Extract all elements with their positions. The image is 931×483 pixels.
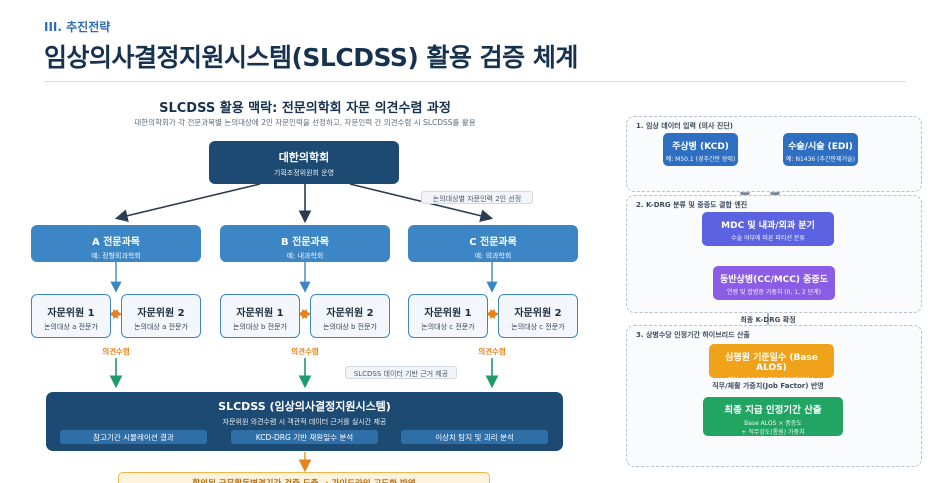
member-sub: 논의대상 a 전문가 xyxy=(134,323,188,331)
association-title: 대한의학회 xyxy=(278,151,330,164)
member-title: 자문위원 2 xyxy=(137,308,185,319)
member-sub: 논의대상 c 전문가 xyxy=(421,323,475,331)
member-sub: 논의대상 b 전문가 xyxy=(233,323,287,331)
input-edi-box: 수술/시술 (EDI) 예: N1436 (추간판제거술) xyxy=(783,133,858,166)
calc-panel-label: 3. 상병수당 인정기간 하이브리드 산출 xyxy=(636,331,750,339)
member-title: 자문위원 1 xyxy=(47,308,95,319)
final-period-title: 최종 지급 인정기간 산출 xyxy=(724,405,822,416)
base-alos-title: 심평원 기준일수 (Base ALOS) xyxy=(725,353,818,373)
department-c-member-2: 자문위원 2 논의대상 c 전문가 xyxy=(498,294,578,338)
slcdss-sub: 자문위원 의견수렴 시 객관적 데이터 근거를 실시간 제공 xyxy=(222,418,387,426)
input-edi-sub: 예: N1436 (추간판제거술) xyxy=(786,156,855,163)
department-b-consensus: 의견수렴 xyxy=(291,347,319,356)
department-a-member-2: 자문위원 2 논의대상 a 전문가 xyxy=(121,294,201,338)
selection-tag: 논의대상별 자문인력 2인 선정 xyxy=(421,191,533,204)
mdc-box: MDC 및 내과/외과 분기 수술 여부에 따른 파티션 분류 xyxy=(702,212,834,246)
member-sub: 논의대상 b 전문가 xyxy=(323,323,377,331)
input-kcd-sub: 예: M50.1 (경추간판 장애) xyxy=(665,156,736,163)
job-factor-label: 직무/체활 가중치(Job Factor) 반영 xyxy=(712,382,824,390)
engine-panel-label: 2. K-DRG 분류 및 중증도 결합 엔진 xyxy=(636,201,748,209)
department-b-member-2: 자문위원 2 논의대상 b 전문가 xyxy=(310,294,390,338)
member-title: 자문위원 1 xyxy=(236,308,284,319)
consensus-result-bar: 합의된 근무활동변경기간 검증 도출 → 가이드라인 고도화 반영 xyxy=(118,472,490,483)
final-period-sub2: + 직무강도(통원) 가중치 xyxy=(741,429,805,436)
context-title: SLCDSS 활용 맥락: 전문의학회 자문 의견수렴 과정 xyxy=(159,101,451,116)
input-panel-label: 1. 임상 데이터 입력 (의사 진단) xyxy=(636,122,733,130)
department-b-member-1: 자문위원 1 논의대상 b 전문가 xyxy=(220,294,300,338)
feature-chip-drg-analysis: KCD-DRG 기반 재원일수 분석 xyxy=(231,430,378,444)
department-a-member-1: 자문위원 1 논의대상 a 전문가 xyxy=(31,294,111,338)
association-box: 대한의학회 기획조정위원회 운영 xyxy=(209,141,399,184)
feature-chip-outlier: 이상치 탐지 및 괴리 분석 xyxy=(401,430,548,444)
title-divider xyxy=(44,81,906,82)
department-a-title: A 전문과목 xyxy=(91,237,141,248)
department-b-sub: 예: 내과학회 xyxy=(286,252,324,260)
department-a-sub: 예: 정형외과학회 xyxy=(91,252,141,260)
department-a-consensus: 의견수렴 xyxy=(102,347,130,356)
department-c-member-1: 자문위원 1 논의대상 c 전문가 xyxy=(408,294,488,338)
department-b-box: B 전문과목 예: 내과학회 xyxy=(220,225,390,262)
member-title: 자문위원 2 xyxy=(514,308,562,319)
data-evidence-tag: SLCDSS 데이터 기반 근거 제공 xyxy=(345,366,457,379)
department-c-title: C 전문과목 xyxy=(469,237,517,248)
input-kcd-title: 주상병 (KCD) xyxy=(672,142,729,152)
cc-severity-sub: 연령 및 합병증 가중치 (0, 1, 2 단계) xyxy=(726,289,822,296)
department-a-box: A 전문과목 예: 정형외과학회 xyxy=(31,225,201,262)
department-c-consensus: 의견수렴 xyxy=(478,347,506,356)
department-c-sub: 예: 외과학회 xyxy=(474,252,512,260)
base-alos-sub: 해당 K-DRG의 평균 입원/재원일수 xyxy=(727,377,816,384)
cc-severity-title: 동반상병(CC/MCC) 중증도 xyxy=(720,275,828,285)
final-period-sub1: Base ALOS × 중증도 xyxy=(744,420,802,427)
feature-chip-simulation: 참고기간 시뮬레이션 결과 xyxy=(60,430,207,444)
department-b-title: B 전문과목 xyxy=(281,237,329,248)
association-sub: 기획조정위원회 운영 xyxy=(273,169,335,177)
slcdss-title: SLCDSS (임상의사결정지원시스템) xyxy=(218,400,391,413)
member-title: 자문위원 1 xyxy=(424,308,472,319)
input-kcd-box: 주상병 (KCD) 예: M50.1 (경추간판 장애) xyxy=(663,133,738,166)
member-sub: 논의대상 c 전문가 xyxy=(511,323,565,331)
base-alos-box: 심평원 기준일수 (Base ALOS) 해당 K-DRG의 평균 입원/재원일… xyxy=(709,344,834,384)
section-label: III. 추진전략 xyxy=(44,20,111,34)
context-subtitle: 대한의학회가 각 전문과목별 논의대상에 2인 자문인력을 선정하고, 자문인력… xyxy=(134,118,476,127)
member-title: 자문위원 2 xyxy=(326,308,374,319)
final-period-box: 최종 지급 인정기간 산출 Base ALOS × 중증도 + 직무강도(통원)… xyxy=(703,397,843,436)
page-title: 임상의사결정지원시스템(SLCDSS) 활용 검증 체계 xyxy=(44,43,578,72)
mdc-sub: 수술 여부에 따른 파티션 분류 xyxy=(731,235,805,242)
cc-severity-box: 동반상병(CC/MCC) 중증도 연령 및 합병증 가중치 (0, 1, 2 단… xyxy=(713,266,835,300)
input-edi-title: 수술/시술 (EDI) xyxy=(788,142,853,152)
mdc-title: MDC 및 내과/외과 분기 xyxy=(721,221,815,231)
member-sub: 논의대상 a 전문가 xyxy=(44,323,98,331)
department-c-box: C 전문과목 예: 외과학회 xyxy=(408,225,578,262)
drg-confirm-label: 최종 K-DRG 확정 xyxy=(740,316,796,324)
